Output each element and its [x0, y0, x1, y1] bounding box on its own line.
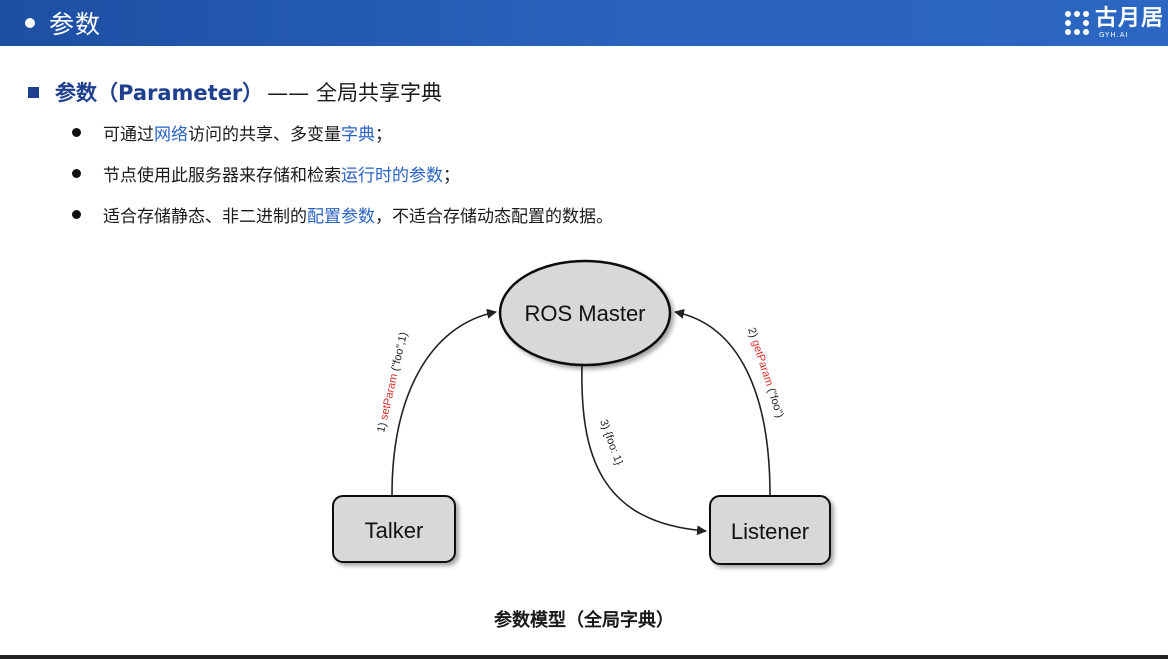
- bullet-text: 节点使用此服务器来存储和检索运行时的参数；: [103, 161, 460, 186]
- edge-response-label: 3) {foo: 1}: [597, 418, 625, 467]
- bullet-dot: [72, 127, 81, 137]
- logo-subtext: GYH.AI: [1098, 30, 1129, 39]
- highlight-term: 配置参数: [307, 206, 375, 227]
- listener-node: Listener: [709, 495, 831, 565]
- brand-logo: 古月居 GYH.AI: [1063, 2, 1164, 44]
- slide-title: 参数: [49, 10, 102, 39]
- diagram-caption: 参数模型（全局字典）: [494, 610, 674, 631]
- header-bullet: [25, 18, 35, 28]
- bullet-dot: [72, 168, 81, 178]
- edge-response: [581, 364, 707, 536]
- ros-master-label: ROS Master: [524, 301, 645, 326]
- bullet-list: 可通过网络访问的共享、多变量字典；节点使用此服务器来存储和检索运行时的参数；适合…: [72, 118, 613, 241]
- logo-text: 古月居: [1094, 5, 1164, 31]
- bottom-divider: [0, 655, 1168, 659]
- ros-master-node: ROS Master: [498, 259, 672, 367]
- edge-getparam-label: 2) getParam ("foo"): [745, 326, 785, 419]
- section-heading: 参数（Parameter） —— 全局共享字典: [28, 78, 442, 106]
- edge-setparam: [391, 308, 497, 496]
- bullet-text-run: ；: [443, 165, 460, 186]
- highlight-term: 运行时的参数: [341, 165, 443, 186]
- logo-icon: [1064, 11, 1089, 35]
- edge-getparam: [674, 308, 771, 496]
- parameter-diagram: ROS Master Talker Listener 1) setParam (…: [332, 259, 831, 565]
- slide-header: 参数 古月居 GYH.AI: [0, 0, 1168, 46]
- bullet-text: 适合存储静态、非二进制的配置参数，不适合存储动态配置的数据。: [103, 202, 613, 227]
- section-heading-term: 参数（Parameter）: [55, 81, 264, 105]
- bullet-dot: [72, 209, 81, 219]
- bullet-text-run: 节点使用此服务器来存储和检索: [103, 165, 341, 186]
- bullet-item: 适合存储静态、非二进制的配置参数，不适合存储动态配置的数据。: [72, 200, 613, 228]
- bullet-item: 节点使用此服务器来存储和检索运行时的参数；: [72, 159, 613, 187]
- square-bullet: [28, 86, 39, 98]
- talker-node: Talker: [332, 495, 456, 563]
- bullet-text-run: 可通过: [103, 124, 154, 145]
- bullet-item: 可通过网络访问的共享、多变量字典；: [72, 118, 613, 146]
- listener-label: Listener: [731, 519, 809, 544]
- bullet-text-run: ，不适合存储动态配置的数据。: [375, 206, 613, 227]
- talker-label: Talker: [365, 518, 424, 543]
- bullet-text-run: ；: [375, 124, 392, 145]
- bullet-text-run: 适合存储静态、非二进制的: [103, 206, 307, 227]
- bullet-text: 可通过网络访问的共享、多变量字典；: [103, 120, 392, 145]
- highlight-term: 字典: [341, 124, 375, 145]
- bullet-text-run: 访问的共享、多变量: [188, 124, 341, 145]
- edge-setparam-label: 1) setParam ("foo",1): [375, 331, 410, 434]
- highlight-term: 网络: [154, 124, 188, 145]
- section-heading-desc: —— 全局共享字典: [267, 81, 442, 105]
